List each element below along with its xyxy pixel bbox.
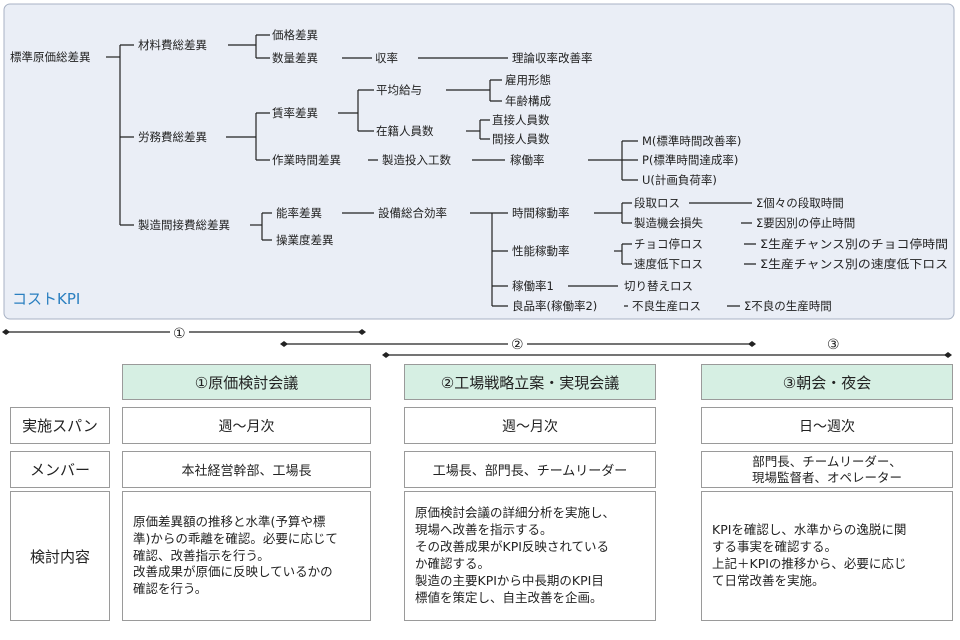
node-quality: 良品率(稼働率2)	[512, 299, 597, 313]
phase2-label: ②	[508, 337, 527, 353]
cell-content-3: KPIを確認し、水準からの逸脱に関 する事実を確認する。 上記＋KPIの推移から…	[701, 491, 953, 621]
row-label-content: 検討内容	[10, 491, 110, 621]
node-direct: 直接人員数	[492, 113, 550, 127]
node-stop-sum: Σ要因別の停止時間	[756, 216, 855, 230]
cell-content-2: 原価検討会議の詳細分析を実施し、 現場へ改善を指示する。 その改善成果がKPI反…	[404, 491, 656, 621]
phase3-start-marker	[382, 352, 390, 358]
node-p: P(標準時間達成率)	[642, 153, 738, 167]
node-oee: 設備総合効率	[378, 206, 447, 220]
node-efficiency-var: 能率差異	[276, 206, 322, 220]
node-wage-var: 賃率差異	[272, 106, 318, 120]
cell-members-2: 工場長、部門長、チームリーダー	[404, 451, 656, 488]
tree-node-labels: 標準原価総差異 材料費総差異 価格差異 数量差異 収率 理論収率改善率 労務費総…	[10, 28, 948, 313]
node-setup-sum: Σ個々の段取時間	[756, 196, 844, 210]
cell-span-1: 週～月次	[122, 407, 371, 444]
phase-timeline	[2, 329, 952, 358]
node-price-var: 価格差異	[272, 28, 318, 42]
row-label-members: メンバー	[10, 451, 110, 488]
phase1-end-marker	[358, 329, 366, 335]
node-yield-improve: 理論収率改善率	[512, 51, 593, 65]
tree-panel	[3, 3, 955, 320]
node-speed-sum: Σ生産チャンス別の速度低下ロス	[760, 257, 948, 271]
node-overhead: 製造間接費総差異	[138, 218, 230, 232]
node-defect-loss: 不良生産ロス	[632, 299, 701, 313]
node-minor-sum: Σ生産チャンス別のチョコ停時間	[760, 237, 948, 251]
node-indirect: 間接人員数	[492, 132, 550, 146]
cell-span-2: 週～月次	[404, 407, 656, 444]
node-rate1: 稼働率1	[512, 279, 554, 293]
node-time-rate: 時間稼動率	[512, 206, 570, 220]
node-setup-loss: 段取ロス	[634, 196, 680, 210]
phase2-start-marker	[280, 341, 288, 347]
header-cost-meeting: ①原価検討会議	[122, 364, 371, 400]
cell-members-3: 部門長、チームリーダー、 現場監督者、オペレーター	[701, 451, 953, 488]
node-speed-loss: 速度低下ロス	[634, 257, 703, 271]
node-root: 標準原価総差異	[10, 50, 91, 64]
row-label-span: 実施スパン	[10, 407, 110, 444]
node-qty-var: 数量差異	[272, 51, 318, 65]
cell-content-1: 原価差異額の推移と水準(予算や標 準)からの乖離を確認。必要に応じて 確認、改善…	[122, 491, 371, 621]
cell-span-3: 日～週次	[701, 407, 953, 444]
phase3-end-marker	[944, 352, 952, 358]
phase3-label: ③	[824, 337, 843, 353]
node-defect-sum: Σ不良の生産時間	[744, 299, 832, 313]
node-m: M(標準時間改善率)	[642, 134, 741, 148]
node-operating-rate: 稼働率	[510, 153, 545, 167]
phase1-label: ①	[170, 326, 189, 342]
node-perf-rate: 性能稼動率	[512, 244, 570, 258]
node-avg-salary: 平均給与	[376, 83, 422, 97]
node-material: 材料費総差異	[138, 38, 207, 52]
cost-kpi-tree: 標準原価総差異 材料費総差異 価格差異 数量差異 収率 理論収率改善率 労務費総…	[3, 3, 955, 320]
tree-connectors	[106, 34, 756, 307]
node-employment: 雇用形態	[505, 73, 551, 87]
node-u: U(計画負荷率)	[642, 173, 717, 187]
header-factory-strategy-meeting: ②工場戦略立案・実現会議	[404, 364, 656, 400]
phase1-start-marker	[2, 329, 10, 335]
node-labor: 労務費総差異	[138, 130, 207, 144]
node-operation-var: 操業度差異	[276, 233, 334, 247]
node-opp-loss: 製造機会損失	[634, 216, 703, 230]
node-mfg-input: 製造投入工数	[382, 153, 451, 167]
node-age: 年齢構成	[505, 94, 551, 108]
node-changeover: 切り替えロス	[624, 279, 693, 293]
node-headcount: 在籍人員数	[376, 124, 434, 138]
tree-title: コストKPI	[12, 290, 80, 308]
node-yield: 収率	[375, 51, 398, 65]
node-minor-stop: チョコ停ロス	[634, 237, 703, 251]
cell-members-1: 本社経営幹部、工場長	[122, 451, 371, 488]
node-worktime-var: 作業時間差異	[272, 153, 341, 167]
header-morning-evening-meeting: ③朝会・夜会	[701, 364, 953, 400]
phase2-end-marker	[748, 341, 756, 347]
